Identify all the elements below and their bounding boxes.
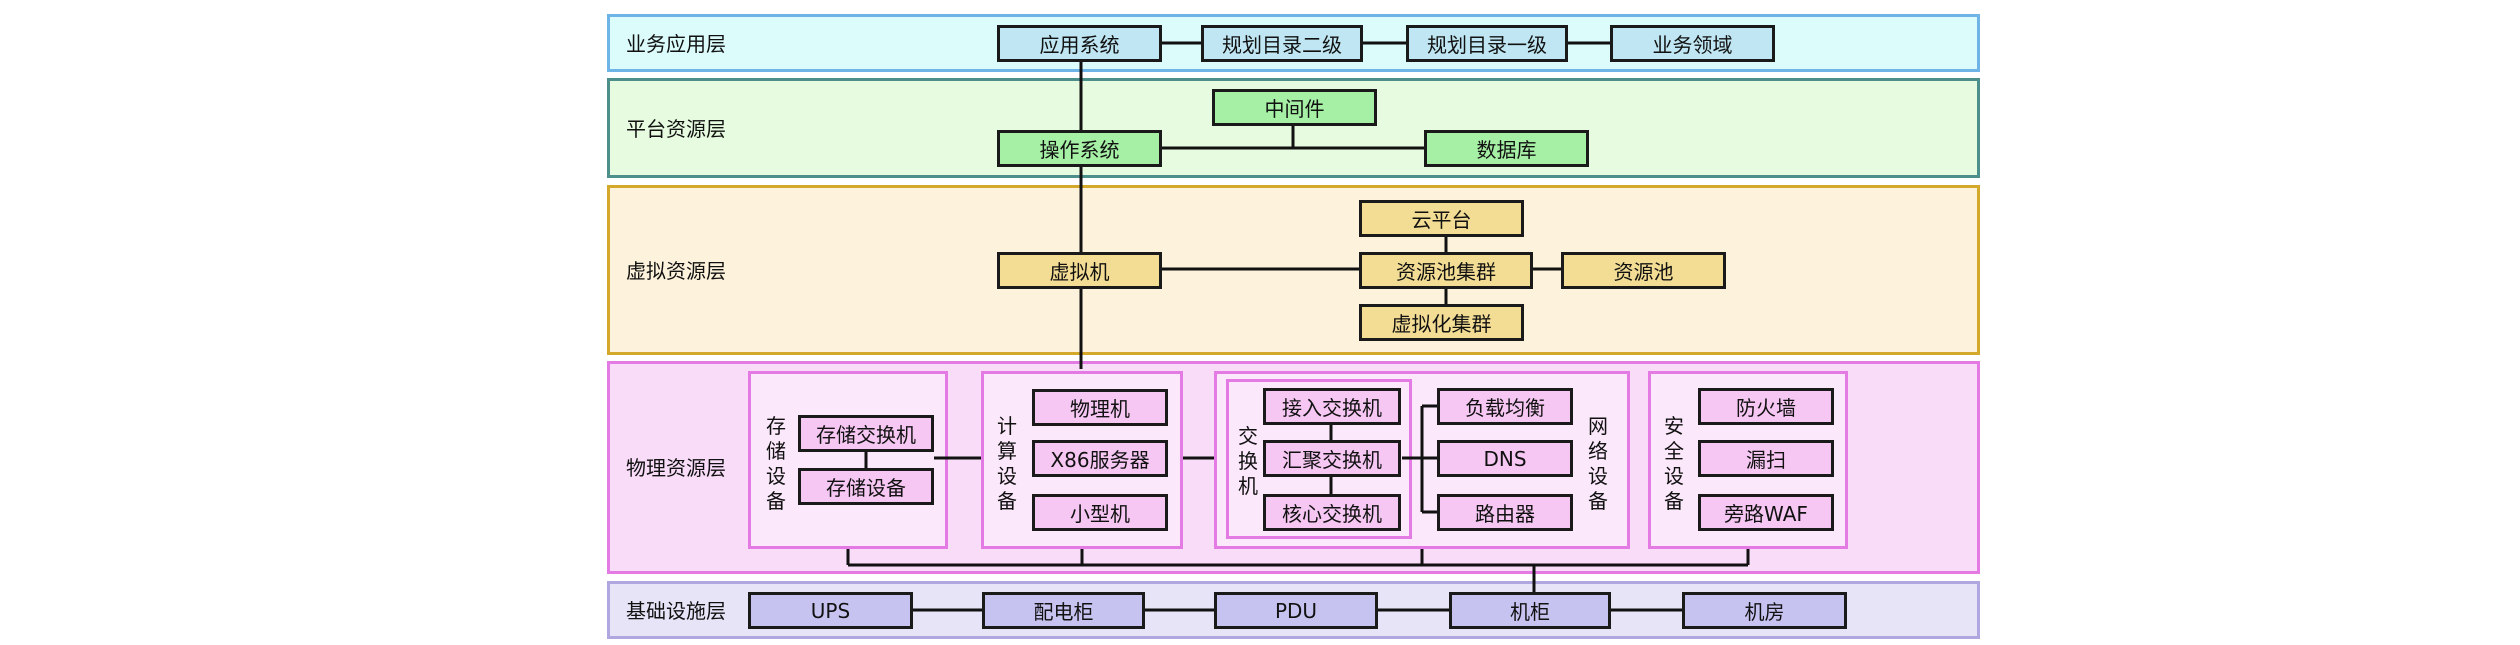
layer-label-virtual: 虚拟资源层 <box>626 259 726 283</box>
node-access-switch: 接入交换机 <box>1263 388 1401 425</box>
node-virt-cluster: 虚拟化集群 <box>1359 304 1524 341</box>
node-bypass-waf: 旁路WAF <box>1698 494 1834 531</box>
node-storage-device: 存储设备 <box>798 468 934 505</box>
layer-virtual: 虚拟资源层 <box>607 185 1980 355</box>
node-aggregation-switch: 汇聚交换机 <box>1263 440 1401 477</box>
node-dns: DNS <box>1437 440 1573 477</box>
node-core-switch: 核心交换机 <box>1263 494 1401 531</box>
node-pdc: 配电柜 <box>982 592 1145 629</box>
node-vm: 虚拟机 <box>997 252 1162 289</box>
group-label-compute: 计算设备 <box>997 414 1017 513</box>
layer-label-application: 业务应用层 <box>626 32 726 56</box>
node-router: 路由器 <box>1437 494 1573 531</box>
node-scan: 漏扫 <box>1698 440 1834 477</box>
node-minicomputer: 小型机 <box>1032 494 1168 531</box>
node-pdu: PDU <box>1214 592 1378 629</box>
group-label-switch: 交换机 <box>1238 424 1258 498</box>
node-database: 数据库 <box>1424 130 1589 167</box>
group-label-network: 网络设备 <box>1588 414 1608 513</box>
node-load-balance: 负载均衡 <box>1437 388 1573 425</box>
group-storage: 存储设备 <box>748 371 948 549</box>
node-cloud-platform: 云平台 <box>1359 200 1524 237</box>
node-firewall: 防火墙 <box>1698 388 1834 425</box>
node-plan-dir-1: 规划目录一级 <box>1406 25 1568 62</box>
layer-label-platform: 平台资源层 <box>626 117 726 141</box>
node-ups: UPS <box>748 592 913 629</box>
node-machine-room: 机房 <box>1682 592 1847 629</box>
node-middleware: 中间件 <box>1212 89 1377 126</box>
node-physical-machine: 物理机 <box>1032 389 1168 426</box>
node-pool-cluster: 资源池集群 <box>1359 252 1533 289</box>
node-app-system: 应用系统 <box>997 25 1162 62</box>
node-x86-server: X86服务器 <box>1032 440 1168 477</box>
node-os: 操作系统 <box>997 130 1162 167</box>
node-cabinet: 机柜 <box>1449 592 1611 629</box>
layer-label-physical: 物理资源层 <box>626 456 726 480</box>
layer-label-infrastructure: 基础设施层 <box>626 599 726 623</box>
node-plan-dir-2: 规划目录二级 <box>1201 25 1363 62</box>
group-label-storage: 存储设备 <box>766 414 786 513</box>
group-label-security: 安全设备 <box>1664 414 1684 513</box>
node-biz-domain: 业务领域 <box>1610 25 1775 62</box>
node-pool: 资源池 <box>1561 252 1726 289</box>
node-storage-switch: 存储交换机 <box>798 415 934 452</box>
